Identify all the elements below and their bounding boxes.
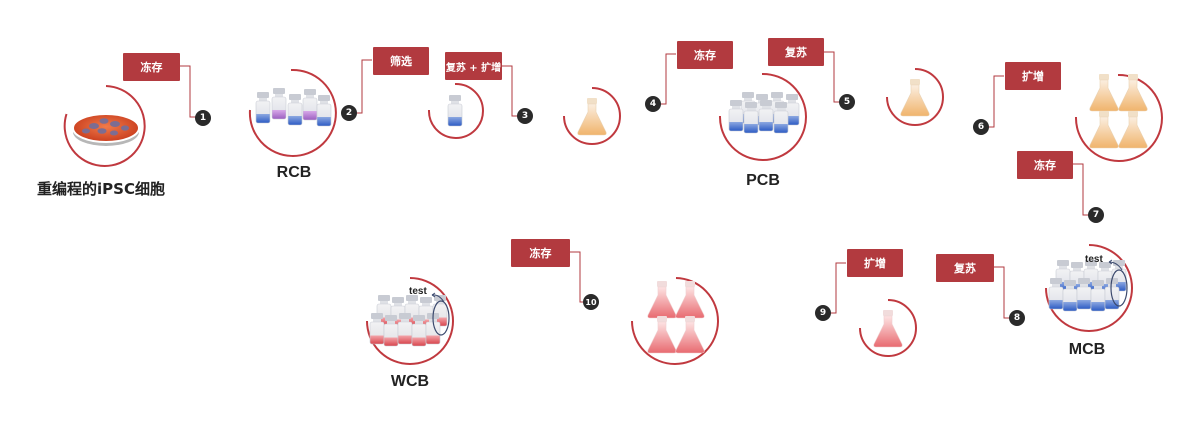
ring-step6-flasks [1076,75,1162,161]
step-4-action-tag: 冻存 [677,41,733,69]
step-5-action-tag: 复苏 [768,38,824,66]
step-1-badge: 1 [195,110,211,126]
wcb-vials-icon [370,293,449,346]
step-6-badge: 6 [973,119,989,135]
step-3-action-tag: 复苏 + 扩增 [445,52,502,80]
mcb-label: MCB [1069,341,1105,359]
connector-9 [830,263,846,313]
rcb-label: RCB [277,164,312,182]
ring-arcs [65,69,1162,364]
red-flask-icon [874,310,903,347]
step-8-badge: 8 [1009,310,1025,326]
four-orange-flasks-icon [1090,74,1148,148]
step-9-badge: 9 [815,305,831,321]
step-2-action-tag: 筛选 [373,47,429,75]
mcb-vials-icon [1049,260,1127,311]
connector-8 [994,267,1010,318]
step-8-action-tag: 复苏 [936,254,994,282]
connector-7 [1073,164,1089,215]
connector-5 [824,52,840,102]
step-10-badge: 10 [583,294,599,310]
step-9-action-tag: 扩增 [847,249,903,277]
wcb-label: WCB [391,373,429,391]
orange-flask-icon [578,98,607,135]
orange-flask-icon-2 [901,79,930,116]
pcb-label: PCB [746,172,780,190]
four-red-flasks-icon [648,281,705,353]
connector-2 [356,60,372,113]
pcb-vials-icon [729,92,799,133]
connector-10 [570,252,586,302]
mcb-test-label: test [1085,254,1103,265]
step-10-action-tag: 冻存 [511,239,570,267]
step-6-action-tag: 扩增 [1005,62,1061,90]
connector-4 [660,54,676,104]
single-vial-icon [448,95,462,126]
step-3-badge: 3 [517,108,533,124]
connector-1 [180,66,196,117]
step-7-badge: 7 [1088,207,1104,223]
connector-3 [502,66,518,116]
step-2-badge: 2 [341,105,357,121]
step-7-action-tag: 冻存 [1017,151,1073,179]
connector-6 [988,76,1004,127]
source-cells-label: 重编程的iPSC细胞 [37,178,165,199]
step-4-badge: 4 [645,96,661,112]
rcb-vials-icon [256,88,331,126]
step-5-badge: 5 [839,94,855,110]
wcb-test-label: test [409,286,427,297]
petri-dish-icon [73,114,139,146]
step-1-action-tag: 冻存 [123,53,180,81]
